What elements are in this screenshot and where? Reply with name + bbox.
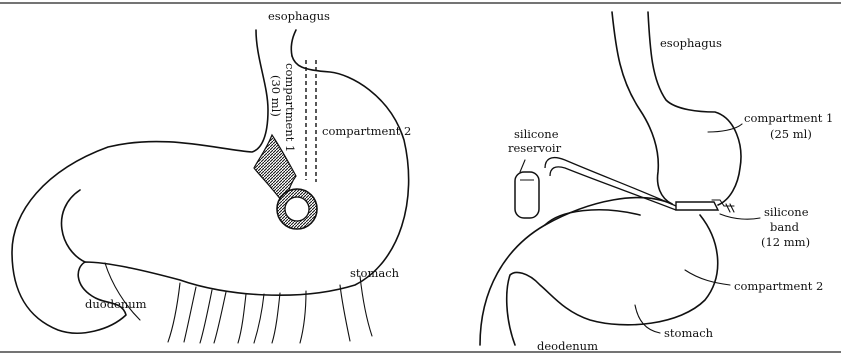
left-label-compartment1: compartment 1 [283, 63, 297, 152]
left-label-esophagus: esophagus [268, 9, 330, 23]
left-esophagus-right-wall [291, 30, 296, 56]
right-label-compartment1-volume: (25 ml) [770, 127, 812, 141]
left-label-compartment1-volume: (30 ml) [269, 75, 283, 117]
right-leader-reservoir [520, 160, 525, 172]
left-label-duodenum: duodenum [85, 297, 147, 311]
right-label-reservoir-1: silicone [514, 127, 559, 141]
right-label-band-2: band [770, 220, 800, 234]
left-panel: esophagus compartment 1 (30 ml) compartm… [12, 9, 411, 343]
right-label-compartment2: compartment 2 [734, 279, 823, 293]
right-leader-band [720, 214, 760, 219]
left-label-compartment1-ml: (30 ml) [269, 75, 283, 117]
right-band [676, 202, 718, 210]
right-leader-compartment2 [685, 270, 730, 285]
right-label-esophagus: esophagus [660, 36, 722, 50]
right-label-reservoir-2: reservoir [508, 141, 562, 155]
left-label-stomach: stomach [350, 266, 400, 280]
right-label-stomach: stomach [664, 326, 714, 340]
left-label-compartment1-name: compartment 1 [283, 63, 297, 152]
left-label-compartment2: compartment 2 [322, 124, 411, 138]
left-band-ring-hole [285, 197, 309, 221]
left-duodenum-outline [61, 190, 85, 262]
right-label-duodenum: deodenum [537, 339, 598, 353]
right-panel: esophagus silicone reservoir compartment… [480, 12, 833, 353]
right-label-compartment1-name: compartment 1 [744, 111, 833, 125]
right-reservoir [515, 172, 539, 218]
right-leader-compartment1 [708, 124, 742, 132]
left-stomach-outline [12, 30, 409, 333]
right-label-band-1: silicone [764, 205, 809, 219]
right-leader-stomach [635, 305, 660, 333]
right-label-band-3: (12 mm) [761, 235, 810, 249]
